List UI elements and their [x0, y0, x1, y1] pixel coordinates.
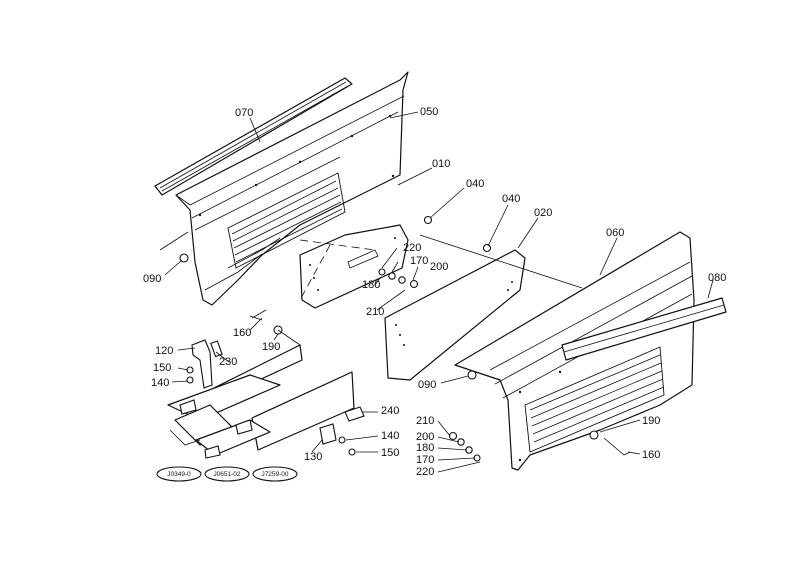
callout-200b: 200: [416, 431, 434, 443]
leader-lines: [164, 111, 714, 473]
callout-160a: 160: [233, 327, 251, 339]
part-080-front-trim: [561, 297, 727, 361]
part-050-rear-panel: [175, 71, 409, 306]
callout-090b: 090: [418, 379, 436, 391]
callout-040a: 040: [466, 178, 484, 190]
reference-tag-1: J0349-0: [167, 471, 191, 478]
bottom-bracket-assembly: [167, 344, 355, 459]
callout-170b: 170: [416, 454, 434, 466]
callout-040b: 040: [502, 193, 520, 205]
callout-170a: 170: [410, 255, 428, 267]
reference-tags: J0349-0 J0651-02 J7259-00: [156, 466, 298, 482]
callout-120: 120: [155, 345, 173, 357]
callout-210a: 210: [366, 306, 384, 318]
callout-labels: 070 050 010 040 040 020 060 080 090 090 …: [143, 106, 726, 478]
callout-240: 240: [381, 405, 399, 417]
reference-tag-2: J0651-02: [213, 471, 240, 478]
callout-060: 060: [606, 227, 624, 239]
alignment-lines: [159, 231, 583, 346]
callout-070: 070: [235, 107, 253, 119]
callout-220b: 220: [416, 466, 434, 478]
callout-190a: 190: [262, 341, 280, 353]
callout-230: 230: [219, 356, 237, 368]
part-010-inner-panel: [299, 224, 409, 309]
reference-tag-3: J7259-00: [261, 471, 288, 478]
hardware-fasteners: [179, 215, 631, 462]
part-070-trim-strip: [154, 77, 353, 196]
part-120-bracket: [191, 339, 223, 389]
callout-220a: 220: [403, 242, 421, 254]
callout-050: 050: [420, 106, 438, 118]
callout-010: 010: [432, 158, 450, 170]
callout-160b: 160: [642, 449, 660, 461]
part-240-block: [344, 406, 365, 422]
callout-090a: 090: [143, 273, 161, 285]
callout-190b: 190: [642, 415, 660, 427]
callout-140a: 140: [151, 377, 169, 389]
callout-180a: 180: [362, 279, 380, 291]
callout-140b: 140: [381, 430, 399, 442]
callout-020: 020: [534, 207, 552, 219]
callout-150a: 150: [153, 362, 171, 374]
callout-150b: 150: [381, 447, 399, 459]
callout-210b: 210: [416, 415, 434, 427]
part-020-flat-panel: [384, 249, 526, 381]
callout-200a: 200: [430, 261, 448, 273]
callout-130: 130: [304, 451, 322, 463]
callout-080: 080: [708, 272, 726, 284]
part-130-bracket: [319, 423, 337, 445]
callout-180b: 180: [416, 442, 434, 454]
